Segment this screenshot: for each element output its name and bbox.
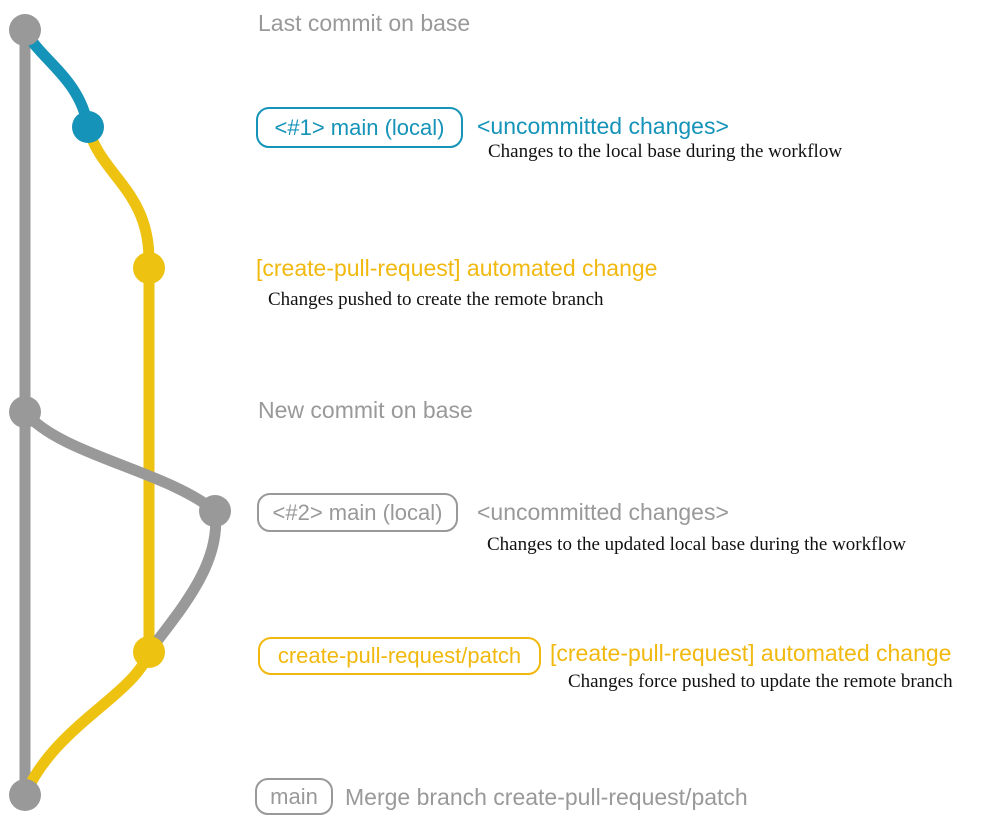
last-commit-title: Last commit on base (258, 10, 471, 36)
commit-node-last-base (9, 14, 41, 46)
patch-branch-line (82, 121, 155, 658)
commit-node-new-base (9, 396, 41, 428)
branch-badge-patch: create-pull-request/patch (258, 637, 541, 675)
commit-node-automated-change-2 (133, 636, 165, 668)
new-commit-title: New commit on base (258, 397, 473, 423)
branch-badge-main: main (255, 778, 333, 815)
automated-change-heading-2: [create-pull-request] automated change (550, 640, 952, 666)
branch-badge-local-main-1: <#1> main (local) (256, 107, 463, 148)
automated-change-description-2: Changes force pushed to update the remot… (568, 671, 953, 692)
automated-change-heading-1: [create-pull-request] automated change (256, 255, 658, 281)
merge-line (19, 646, 155, 801)
uncommitted-changes-description-1: Changes to the local base during the wor… (488, 141, 843, 162)
merge-commit-title: Merge branch create-pull-request/patch (345, 784, 748, 810)
local-main-2-line (19, 406, 222, 658)
uncommitted-changes-heading-2: <uncommitted changes> (477, 499, 729, 525)
uncommitted-changes-description-2: Changes to the updated local base during… (487, 534, 906, 555)
local-main-1-line (19, 24, 94, 133)
commit-node-automated-change-1 (133, 252, 165, 284)
automated-change-description-1: Changes pushed to create the remote bran… (268, 289, 604, 310)
commit-node-local-main-1 (72, 111, 104, 143)
branch-badge-local-main-2: <#2> main (local) (257, 493, 458, 532)
uncommitted-changes-heading-1: <uncommitted changes> (477, 113, 729, 139)
commit-node-merge (9, 779, 41, 811)
git-graph (9, 14, 231, 811)
commit-node-local-main-2 (199, 495, 231, 527)
